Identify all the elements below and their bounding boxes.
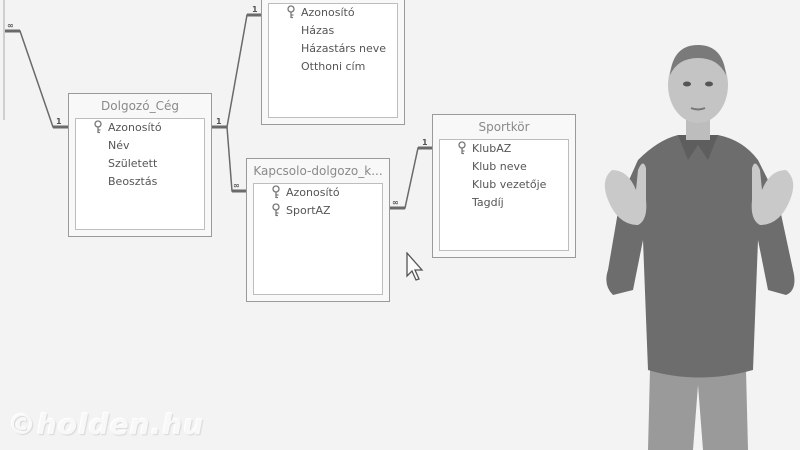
- watermark: ©holden.hu: [8, 408, 205, 441]
- field-row[interactable]: Házas: [301, 24, 335, 37]
- field-list: KlubAZ Klub neve Klub vezetője Tagdíj: [439, 139, 569, 251]
- many-label: ∞: [7, 21, 14, 30]
- many-label: ∞: [233, 181, 240, 190]
- table-dolgozo-ceg[interactable]: Dolgozó_Cég Azonosító Név Született Beos…: [68, 93, 212, 237]
- table-title[interactable]: Sportkör: [478, 120, 530, 134]
- table-top[interactable]: Azonosító Házas Házastárs neve Otthoni c…: [261, 0, 405, 125]
- presenter-figure: [604, 45, 795, 450]
- field-row[interactable]: Azonosító: [76, 119, 204, 137]
- field-row[interactable]: Házastárs neve: [301, 42, 387, 55]
- field-row[interactable]: Született: [108, 157, 158, 170]
- table-title[interactable]: Dolgozó_Cég: [101, 99, 179, 113]
- table-kapcsolo[interactable]: Kapcsolo-dolgozo_k... Azonosító SportAZ: [246, 158, 390, 302]
- field-list: Azonosító Házas Házastárs neve Otthoni c…: [268, 3, 398, 118]
- one-label: 1: [422, 138, 428, 147]
- field-row[interactable]: Tagdíj: [472, 196, 504, 209]
- table-sportkor[interactable]: Sportkör KlubAZ Klub neve Klub vezetője …: [432, 114, 576, 258]
- key-icon: [272, 185, 280, 199]
- table-title[interactable]: Kapcsolo-dolgozo_k...: [253, 164, 383, 178]
- field-list: Azonosító Név Született Beosztás: [75, 118, 205, 230]
- field-row[interactable]: Név: [108, 139, 130, 152]
- field-list: Azonosító SportAZ: [253, 183, 383, 295]
- mouse-cursor-icon: [406, 252, 424, 281]
- field-row[interactable]: Klub vezetője: [472, 178, 547, 191]
- one-label: 1: [56, 117, 62, 126]
- key-icon: [458, 141, 466, 155]
- one-label: 1: [216, 117, 222, 126]
- field-row[interactable]: SportAZ: [254, 202, 382, 220]
- field-row[interactable]: Azonosító: [269, 4, 397, 22]
- field-row[interactable]: Klub neve: [472, 160, 527, 173]
- key-icon: [94, 120, 102, 134]
- field-row[interactable]: Azonosító: [254, 184, 382, 202]
- key-icon: [287, 5, 295, 19]
- one-label: 1: [252, 5, 258, 14]
- key-icon: [272, 203, 280, 217]
- many-label: ∞: [392, 198, 399, 207]
- field-row[interactable]: Otthoni cím: [301, 60, 366, 73]
- field-row[interactable]: Beosztás: [108, 175, 158, 188]
- field-row[interactable]: KlubAZ: [440, 140, 568, 158]
